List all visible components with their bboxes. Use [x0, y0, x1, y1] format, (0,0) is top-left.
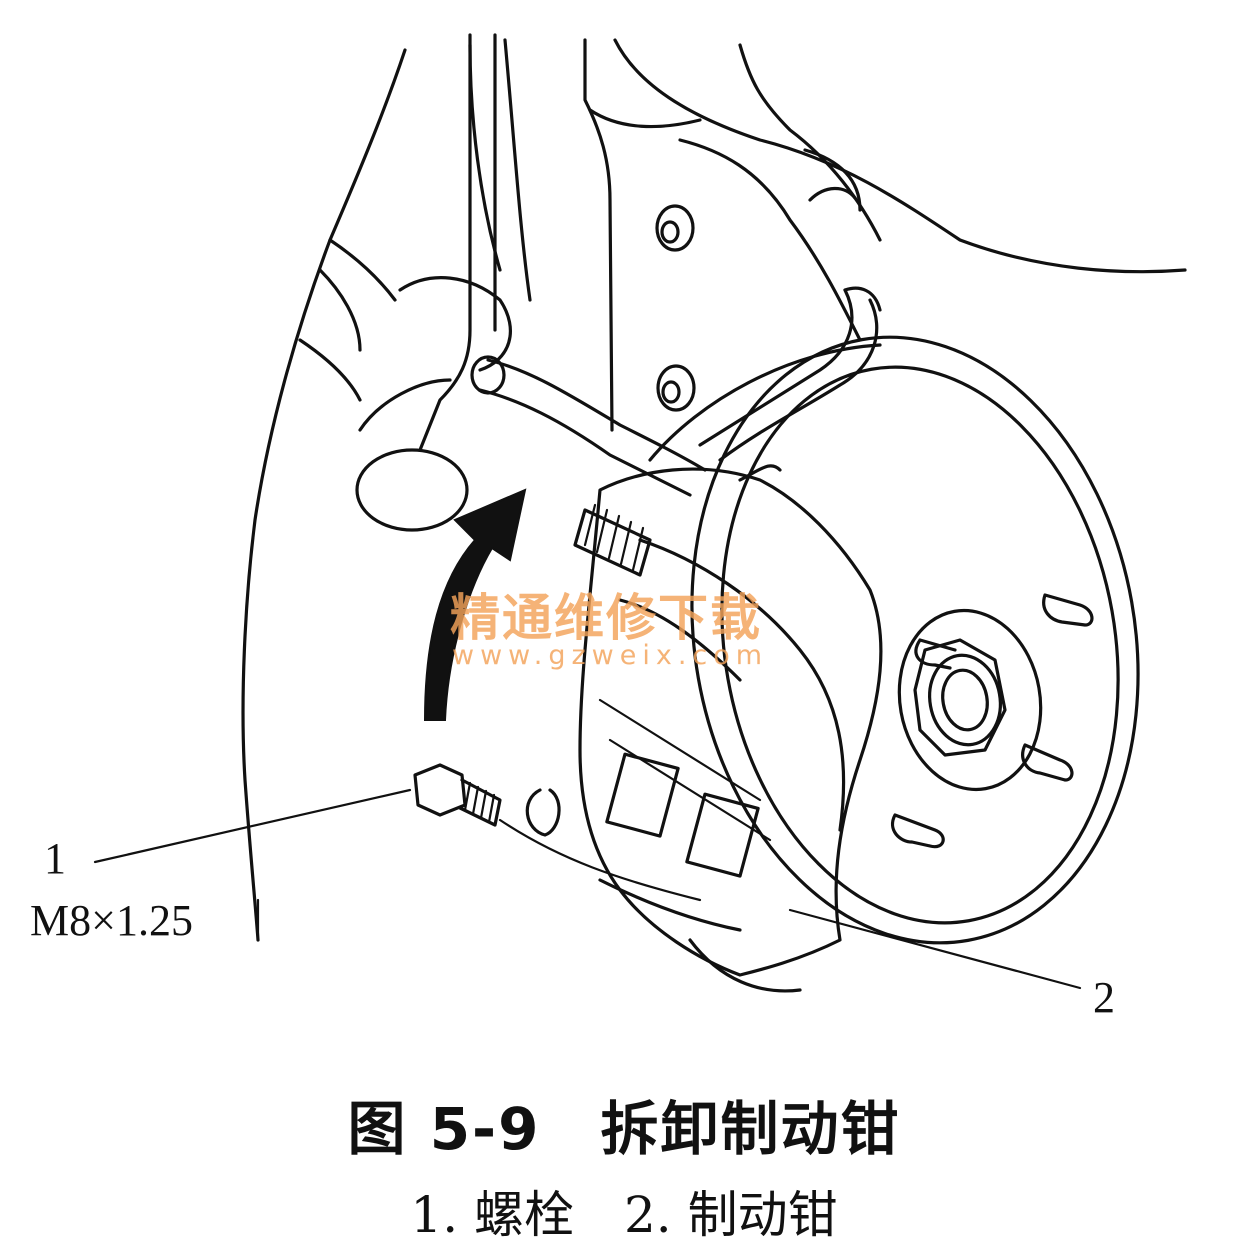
- strut-and-body-outline: [241, 38, 1187, 942]
- wheel-hub: [890, 593, 1094, 849]
- figure-caption-title: 图 5-9 拆卸制动钳: [347, 1095, 901, 1163]
- caliper-bolt: [413, 763, 502, 827]
- brake-hose: [698, 286, 882, 462]
- caliper-guide-pin: [573, 503, 652, 577]
- callout-1-number: 1: [44, 834, 66, 883]
- figure-caption-legend: 1. 螺栓 2. 制动钳: [410, 1186, 838, 1244]
- leader-lines: [93, 788, 1082, 990]
- callout-2-number: 2: [1093, 973, 1115, 1022]
- brake-caliper: [525, 464, 883, 977]
- knuckle-holes: [655, 204, 696, 412]
- brake-disc: [648, 335, 1140, 993]
- tie-rod-and-ball-joint: [355, 33, 707, 532]
- rotation-arrow: [423, 488, 527, 721]
- callout-1-spec: M8×1.25: [30, 896, 193, 945]
- watermark-text: 精通维修下载: [450, 588, 762, 647]
- wheel-studs: [890, 593, 1094, 849]
- watermark-url: www.gzweix.com: [452, 640, 769, 671]
